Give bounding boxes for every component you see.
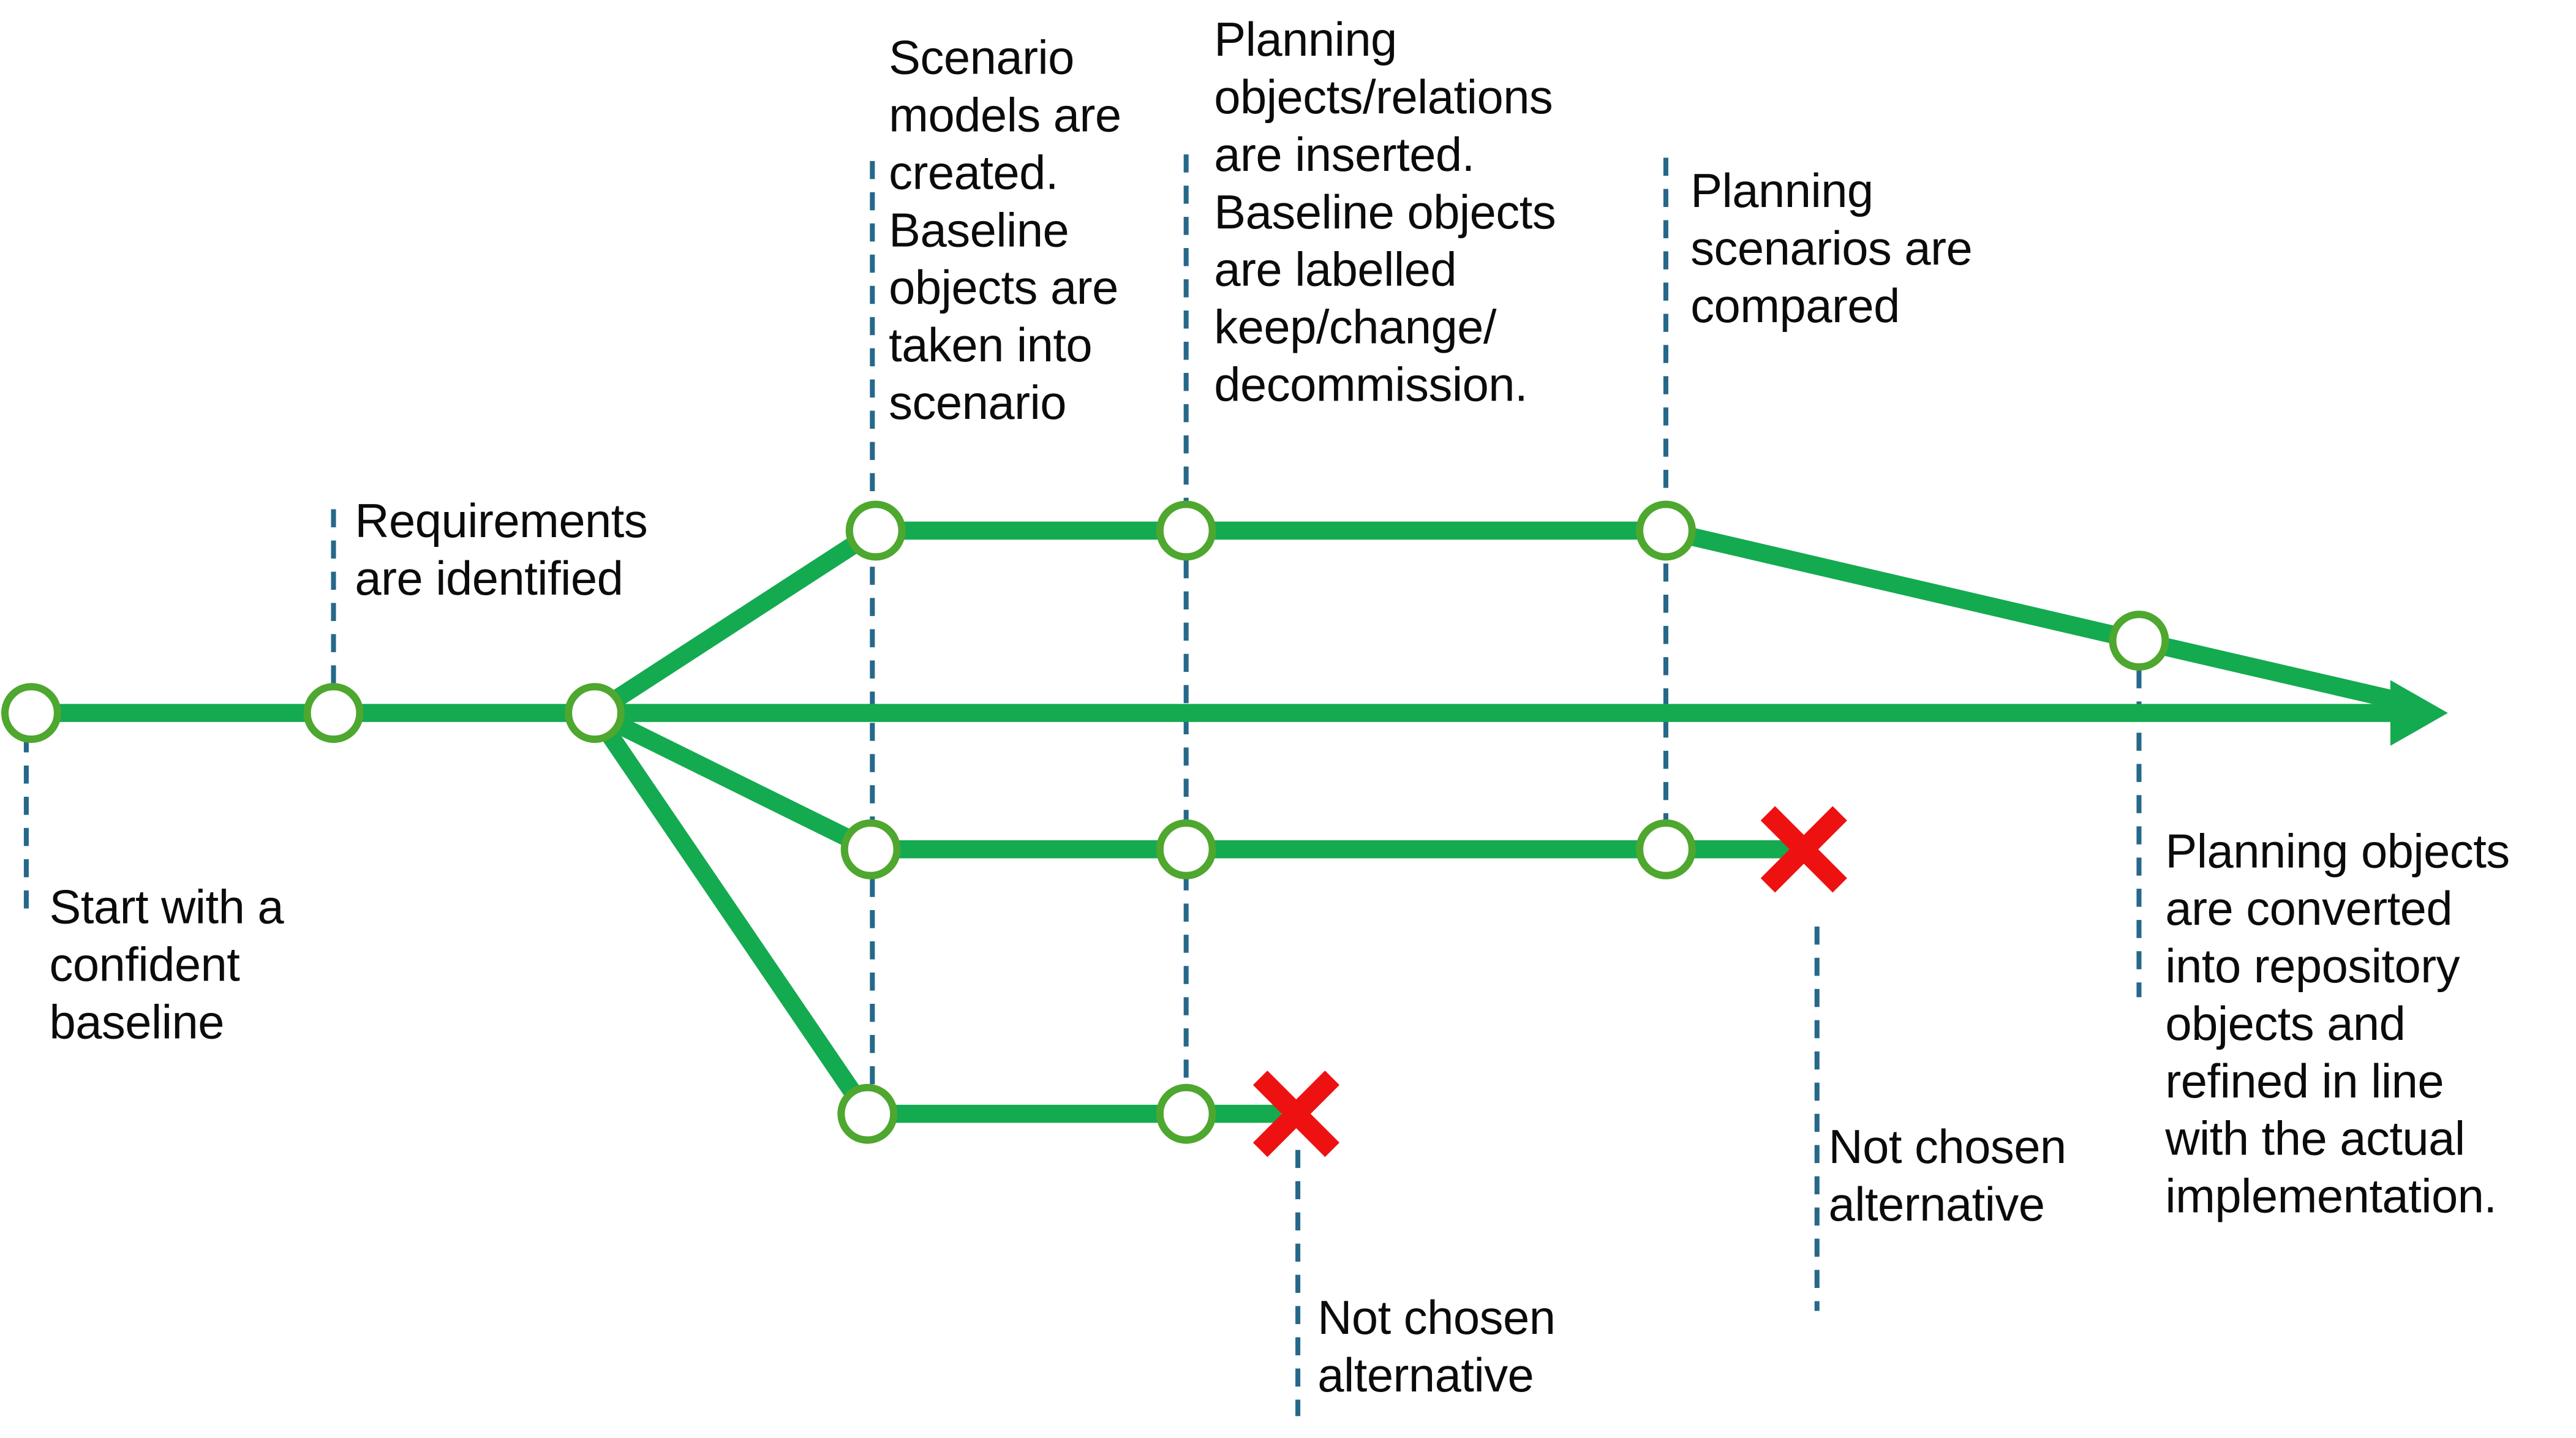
label-scenario-models: Scenario models are created. Baseline ob… — [889, 32, 1121, 431]
milestone-node — [837, 1083, 898, 1144]
cross-arm — [1252, 1071, 1339, 1158]
cross-arm — [1760, 806, 1847, 893]
not-chosen-cross-icon — [1252, 1071, 1339, 1158]
milestone-nodes — [1, 500, 2169, 1144]
label-start-baseline: Start with a confident baseline — [49, 882, 284, 1050]
label-requirements-identified: Requirements are identified — [355, 496, 648, 606]
milestone-node — [1635, 500, 1696, 561]
milestone-node — [2109, 611, 2169, 671]
not-chosen-cross-icon — [1760, 806, 1847, 893]
milestone-node — [1156, 500, 1216, 561]
timeline-paths — [31, 521, 2448, 1123]
label-not-chosen-alternative-upper: Not chosen alternative — [1828, 1122, 2067, 1232]
milestone-node — [845, 500, 906, 561]
label-planning-scenarios-compared: Planning scenarios are compared — [1690, 165, 1973, 334]
label-not-chosen-alternative-lower: Not chosen alternative — [1317, 1293, 1556, 1403]
arrowhead-icon — [2390, 680, 2448, 746]
label-planning-objects-converted: Planning objects are converted into repo… — [2165, 826, 2510, 1224]
milestone-node — [840, 819, 901, 879]
label-planning-objects-inserted: Planning objects/relations are inserted.… — [1214, 15, 1556, 413]
milestone-node — [1635, 819, 1696, 879]
milestone-node — [1156, 819, 1216, 879]
milestone-node — [1, 683, 61, 743]
leader-lines — [23, 154, 2142, 1417]
milestone-node — [1156, 1083, 1216, 1144]
milestone-node — [303, 683, 364, 743]
milestone-node — [565, 683, 625, 743]
